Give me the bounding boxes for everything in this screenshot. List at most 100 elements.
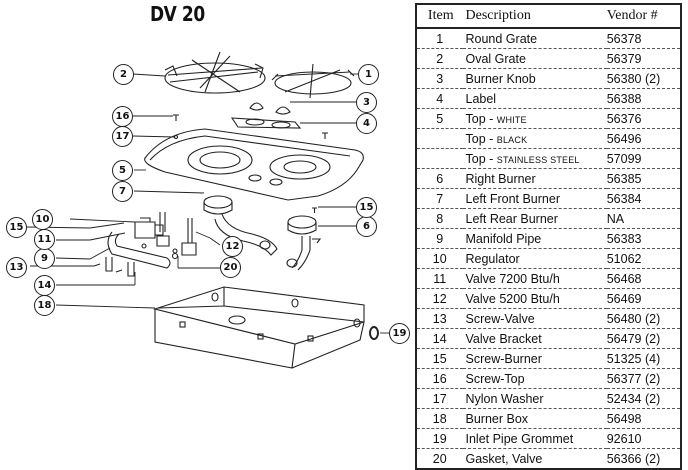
item-number: 18 xyxy=(416,408,463,429)
part-description: Right Burner xyxy=(462,168,607,189)
callout-17: 17 xyxy=(112,126,133,147)
description-text: Top - xyxy=(465,151,497,166)
item-number: 9 xyxy=(416,228,463,249)
item-number: 17 xyxy=(416,388,463,409)
description-text: Nylon Washer xyxy=(465,391,544,406)
item-number: 14 xyxy=(416,328,463,349)
diagram-drawing xyxy=(26,51,389,369)
vendor-number: 56385 xyxy=(606,168,681,189)
part-description: Valve Bracket xyxy=(462,328,607,349)
part-description: Left Rear Burner xyxy=(462,208,607,229)
callout-9: 9 xyxy=(34,248,55,269)
vendor-number: 56376 xyxy=(606,108,681,129)
callout-16: 16 xyxy=(112,106,133,127)
item-number: 2 xyxy=(416,48,463,69)
vendor-number: 51062 xyxy=(606,248,681,269)
vendor-number: NA xyxy=(606,208,681,229)
description-text: Valve 7200 Btu/h xyxy=(465,271,560,286)
vendor-number: 56378 xyxy=(606,28,681,49)
vendor-number: 56388 xyxy=(606,88,681,109)
part-description: Inlet Pipe Grommet xyxy=(462,428,607,449)
valves-drawing xyxy=(134,212,197,256)
description-variant: STAINLESS STEEL xyxy=(496,154,580,165)
description-text: Right Burner xyxy=(465,171,536,186)
description-text: Burner Box xyxy=(465,411,529,426)
callout-5: 5 xyxy=(112,160,133,181)
description-text: Top - xyxy=(465,131,497,146)
part-description: Top - WHITE xyxy=(462,108,607,129)
callout-20: 20 xyxy=(220,257,241,278)
vendor-number: 56366 (2) xyxy=(606,451,661,466)
part-description: Top - BLACK xyxy=(462,128,607,149)
description-text: Label xyxy=(465,91,497,106)
vendor-number: 56383 xyxy=(606,228,681,249)
description-text: Valve 5200 Btu/h xyxy=(465,291,560,306)
part-description: Screw-Burner xyxy=(462,348,607,369)
description-text: Inlet Pipe Grommet xyxy=(465,431,574,446)
description-text: Burner Knob xyxy=(465,71,536,86)
description-text: Screw-Valve xyxy=(465,311,535,326)
item-number: 7 xyxy=(416,188,463,209)
part-description: Round Grate xyxy=(462,28,607,49)
callout-2: 2 xyxy=(113,64,134,85)
item-number: 3 xyxy=(416,68,463,89)
item-number: 13 xyxy=(416,308,463,329)
description-text: Left Front Burner xyxy=(465,191,561,206)
vendor-number: 57099 xyxy=(606,148,681,169)
table-row: Top - STAINLESS STEEL 57099 xyxy=(416,148,681,169)
callout-12: 12 xyxy=(222,236,243,257)
round-grate-drawing xyxy=(271,63,355,99)
table-header-row: Item Description Vendor # xyxy=(416,4,681,29)
callout-18: 18 xyxy=(34,295,55,316)
item-number: 1 xyxy=(416,28,463,49)
cooktop-drawing xyxy=(144,128,364,201)
vendor-number: 56479 (2) xyxy=(606,328,681,349)
description-text: Screw-Burner xyxy=(465,351,542,366)
vendor-number: 56468 xyxy=(606,268,681,289)
callout-1: 1 xyxy=(358,64,379,85)
item-number: 4 xyxy=(416,88,463,109)
description-text: Manifold Pipe xyxy=(465,231,542,246)
callout-11: 11 xyxy=(34,229,55,250)
description-text: Round Grate xyxy=(465,31,538,46)
leader-lines xyxy=(26,73,389,334)
item-number: 10 xyxy=(416,248,463,269)
oval-grate-drawing xyxy=(164,51,266,94)
vendor-number: 52434 (2) xyxy=(606,388,681,409)
header-vendor: Vendor # xyxy=(606,4,681,29)
description-variant: BLACK xyxy=(496,134,528,145)
description-text: Regulator xyxy=(465,251,520,266)
item-number: 19 xyxy=(416,428,463,449)
vendor-number: 56496 xyxy=(606,128,681,149)
part-description: Valve 5200 Btu/h xyxy=(462,288,607,309)
vendor-number: 56379 xyxy=(606,48,681,69)
callout-7: 7 xyxy=(112,181,133,202)
item-number: 20 xyxy=(432,451,447,466)
callout-4: 4 xyxy=(356,113,377,134)
right-burner-drawing xyxy=(286,215,322,271)
part-description: Left Front Burner xyxy=(462,188,607,209)
description-text: Oval Grate xyxy=(465,51,526,66)
callout-15-right: 15 xyxy=(356,197,377,218)
header-item: Item xyxy=(416,4,463,29)
vendor-number: 56384 xyxy=(606,188,681,209)
exploded-parts-diagram: DV 20 xyxy=(6,2,410,369)
part-description: Burner Knob xyxy=(462,68,607,89)
callout-15-left: 15 xyxy=(6,217,27,238)
description-variant: WHITE xyxy=(496,114,527,125)
description-text: Gasket, Valve xyxy=(465,451,543,466)
